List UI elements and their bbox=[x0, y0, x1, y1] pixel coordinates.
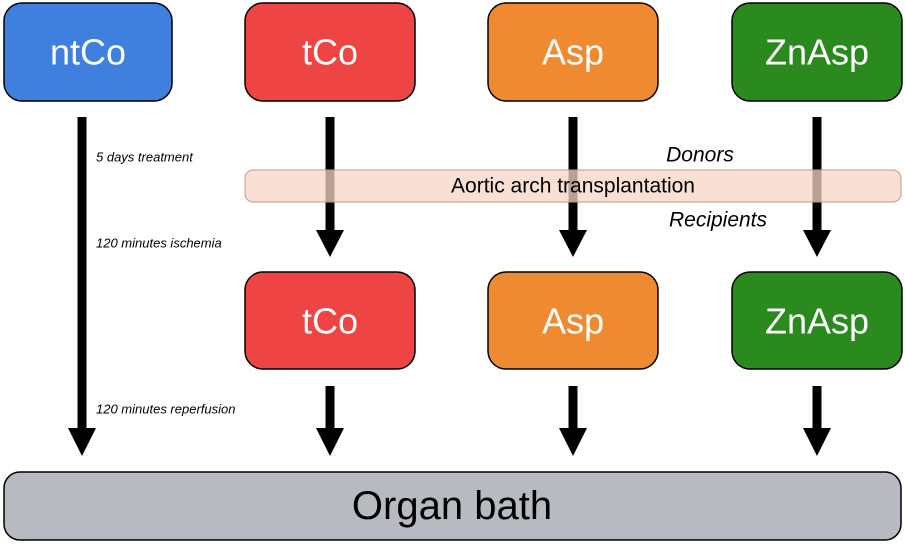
recipient-label-tco: tCo bbox=[302, 301, 358, 342]
transplant-band bbox=[244, 169, 902, 203]
donor-box-znasp bbox=[731, 2, 903, 102]
donor-box-asp bbox=[487, 2, 659, 102]
arrow-znasp-top-head bbox=[803, 230, 831, 257]
arrow-znasp-bottom-head bbox=[803, 428, 831, 456]
step-reperfusion: 120 minutes reperfusion bbox=[96, 402, 235, 417]
donors-label: Donors bbox=[666, 144, 734, 167]
step-ischemia: 120 minutes ischemia bbox=[96, 236, 222, 251]
arrow-ntco-head bbox=[68, 428, 96, 456]
recipient-box-tco bbox=[244, 271, 416, 370]
arrow-tco-bottom-head bbox=[316, 428, 344, 456]
transplant-band-label: Aortic arch transplantation bbox=[451, 175, 695, 198]
donor-label-asp: Asp bbox=[542, 32, 604, 73]
arrow-asp-bottom-head bbox=[559, 428, 587, 456]
donor-box-ntco bbox=[3, 2, 173, 102]
recipients-label: Recipients bbox=[669, 209, 768, 232]
recipient-box-asp bbox=[487, 271, 659, 370]
step-treatment: 5 days treatment bbox=[96, 150, 194, 165]
donor-label-tco: tCo bbox=[302, 32, 358, 73]
recipient-box-znasp bbox=[731, 271, 903, 370]
arrow-asp-top-head bbox=[559, 230, 587, 257]
recipient-label-znasp: ZnAsp bbox=[765, 301, 869, 342]
donor-label-znasp: ZnAsp bbox=[765, 32, 869, 73]
recipient-label-asp: Asp bbox=[542, 301, 604, 342]
arrow-tco-top-head bbox=[316, 230, 344, 257]
organ-bath-label: Organ bath bbox=[352, 484, 552, 528]
donor-label-ntco: ntCo bbox=[50, 32, 126, 73]
organ-bath-box bbox=[3, 471, 902, 541]
donor-box-tco bbox=[244, 2, 416, 102]
